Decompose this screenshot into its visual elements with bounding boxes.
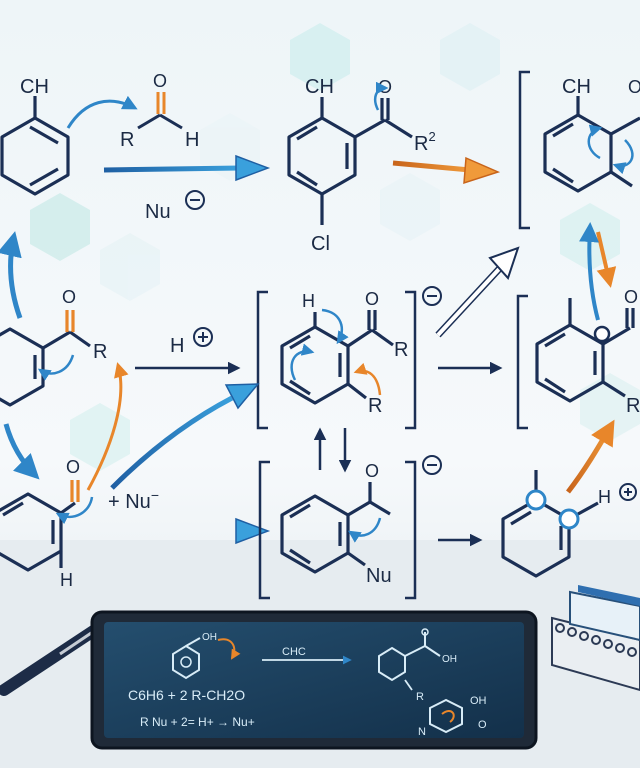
curved-arrow-7-orange (86, 362, 129, 491)
reaction-arrow-2-head (463, 156, 501, 185)
svg-text:OH: OH (202, 632, 217, 643)
curved-arrow-2 (374, 81, 389, 111)
curved-arrow-4 (37, 354, 75, 381)
m9-h-label: H (598, 487, 611, 507)
nu-minus-label-1: Nu (145, 201, 171, 223)
curved-arrow-5c (353, 362, 382, 396)
curved-arrow-7 (55, 496, 94, 525)
negative-charge-icon (185, 190, 205, 210)
svg-text:R: R (416, 691, 424, 703)
m2-r2-label: R2 (414, 129, 436, 155)
reaction-arrow-1 (103, 165, 241, 173)
m6-o-label: O (624, 287, 638, 307)
m1-h-label: H (185, 129, 199, 151)
reaction-arrow-1-head (235, 154, 271, 182)
svg-text:O: O (478, 719, 487, 731)
arrow-up-orange-right (566, 419, 615, 494)
molecule-intermediate-6 (535, 298, 635, 403)
arrow-down-blue-left (3, 423, 40, 480)
svg-text:OH: OH (470, 695, 487, 707)
oxygen-atom-marker (593, 325, 611, 343)
m3-ch-label: CH (562, 76, 591, 98)
reaction-arrow-diagonal (110, 395, 234, 490)
negative-charge-icon-center (422, 286, 442, 306)
molecule-intermediate-3 (543, 96, 640, 193)
tablet-equation-2: R Nu + 2= H+ → Nu+ (140, 715, 255, 729)
bracket-bottom-center (258, 460, 417, 600)
svg-text:OH: OH (442, 654, 457, 665)
curved-arrow-3 (587, 124, 603, 160)
m6-r-label: R (626, 395, 640, 417)
plus-nu-label: + Nu− (108, 487, 159, 513)
molecule-aryl-ketone (0, 310, 91, 407)
m7-h-label: H (60, 570, 73, 590)
m8-nu-label: Nu (366, 565, 392, 587)
tablet-row-1: OH CHC OH (172, 628, 457, 682)
m1-ch-label: CH (20, 76, 49, 98)
m5-o-label: O (365, 289, 379, 309)
carbon-atom-marker-1 (525, 489, 547, 511)
molecule-protonated-intermediate (280, 310, 394, 405)
m5-r1-label: R (394, 339, 408, 361)
bracket-right-middle (516, 294, 528, 430)
svg-text:N: N (418, 726, 426, 738)
arrow-down-orange-right (596, 231, 617, 288)
m8-o-label: O (365, 461, 379, 481)
curved-arrow-8 (347, 517, 382, 543)
m5-h-label: H (302, 291, 315, 311)
reaction-arrow-2 (392, 160, 471, 173)
m3-o-label: O (628, 77, 640, 97)
bracket-center (256, 290, 417, 430)
molecule-nu-adduct (280, 482, 391, 574)
positive-charge-icon-right (619, 483, 637, 501)
arrow-up-blue-right (579, 222, 600, 321)
tablet-row-2: C6H6 + 2 R-CH2O R (128, 679, 424, 703)
molecule-chloro-ketone (287, 97, 413, 225)
m1-r-label: R (120, 129, 134, 151)
tablet-screen (104, 622, 524, 738)
molecule-toluene (0, 96, 70, 196)
bracket-top-right (518, 70, 530, 230)
m1-o-label: O (153, 71, 167, 91)
m4-r-label: R (93, 341, 107, 363)
outlined-arrow-up-right (435, 246, 520, 338)
curved-arrow-5a (321, 308, 349, 345)
m4-o-label: O (62, 287, 76, 307)
m2-cl-label: Cl (311, 233, 330, 255)
curved-arrow-3b (612, 139, 634, 175)
carbon-atom-marker-2 (558, 508, 580, 530)
m5-r2-label: R (368, 395, 382, 417)
positive-charge-icon (193, 327, 213, 347)
molecule-aldehyde (137, 92, 183, 130)
m2-ch-label: CH (305, 76, 334, 98)
tablet-reagent-label: CHC (282, 646, 306, 658)
tablet-row-3: R Nu + 2= H+ → Nu+ OH N O (140, 695, 487, 738)
tablet-equation-1: C6H6 + 2 R-CH2O (128, 687, 245, 703)
curved-arrow-5b (290, 343, 315, 381)
notebook-stack (551, 585, 640, 692)
negative-charge-icon-bottom (422, 455, 442, 475)
reaction-arrow-bottom-head (235, 517, 271, 545)
m7-o-label: O (66, 457, 80, 477)
reaction-arrow-diagonal-head (224, 383, 260, 410)
curved-arrow-1 (66, 95, 138, 129)
arrow-up-blue-left (0, 231, 23, 319)
h-plus-label-1: H (170, 335, 184, 357)
hexagon-pattern (30, 23, 640, 471)
